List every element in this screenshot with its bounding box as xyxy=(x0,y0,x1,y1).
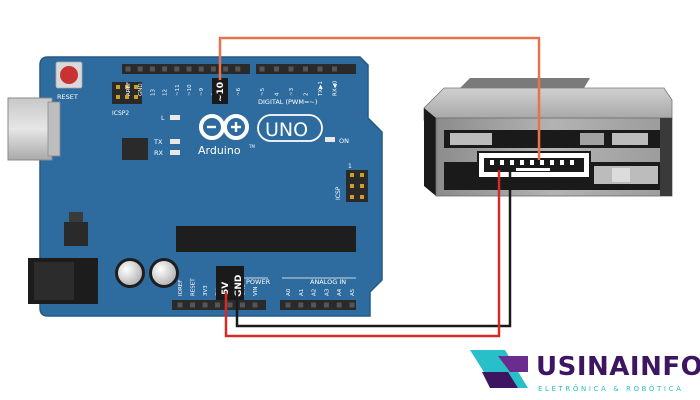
on-label: ON xyxy=(339,137,349,145)
pin-label: A3 xyxy=(324,288,330,296)
pin-socket xyxy=(259,66,265,72)
pin-label: 2 xyxy=(304,93,310,97)
pin-label: A1 xyxy=(299,289,305,296)
pin-label: 13 xyxy=(150,89,156,96)
uno-badge xyxy=(257,114,323,142)
analog-label: ANALOG IN xyxy=(310,278,346,286)
pin-label: 4 xyxy=(275,92,281,96)
wire-ground-black xyxy=(235,170,512,328)
pin-socket xyxy=(177,302,183,308)
pin-label: ~9 xyxy=(199,87,205,96)
pin-socket xyxy=(186,66,192,72)
pin-socket xyxy=(198,66,204,72)
pin-socket xyxy=(332,66,337,72)
pin-label: RESET xyxy=(191,278,197,296)
icsp-label: ICSP xyxy=(335,186,342,200)
pin-socket xyxy=(227,302,233,308)
pin-label: TX▶1 xyxy=(318,81,324,97)
pin-socket xyxy=(298,302,304,308)
pin-socket xyxy=(223,66,229,72)
pin-gnd-label: GND xyxy=(234,275,244,297)
pin-label: 12 xyxy=(163,89,169,96)
pin-socket xyxy=(285,302,291,308)
pin-socket xyxy=(240,302,245,308)
usb-interface-chip xyxy=(122,138,148,160)
pin-10-highlight xyxy=(212,78,228,104)
wire-power-red xyxy=(224,170,501,338)
status-leds xyxy=(170,115,180,155)
arduino-brand-label: Arduino xyxy=(198,144,241,157)
pin-socket xyxy=(125,66,131,72)
capacitor-1 xyxy=(115,258,145,288)
pin-socket xyxy=(215,302,220,308)
pin-socket xyxy=(317,66,323,72)
pin-socket xyxy=(274,66,279,72)
dc-power-jack xyxy=(28,258,98,304)
pin-socket xyxy=(288,66,294,72)
pin-5v-label: 5V xyxy=(221,282,231,295)
icsp-pin1-label: 1 xyxy=(348,163,352,170)
digital-label: DIGITAL (PWM=~) xyxy=(258,98,317,106)
logo-tagline: ELETRÔNICA & ROBÓTICA xyxy=(538,384,683,393)
pin-socket xyxy=(137,66,143,72)
atmega-microcontroller xyxy=(176,226,356,252)
pin-10-label: ~10 xyxy=(216,82,226,102)
pin-label: RX◀0 xyxy=(333,80,339,96)
usinainfo-logo: USINAINFO ELETRÔNICA & ROBÓTICA xyxy=(470,350,700,393)
led-l-label: L xyxy=(161,114,165,122)
pin-label: GND xyxy=(138,83,144,96)
pin-label: AREF xyxy=(126,82,132,96)
usinainfo-logo-mark-icon xyxy=(470,350,528,388)
pin-socket xyxy=(202,302,208,308)
sensor-connector xyxy=(477,151,591,179)
reset-button[interactable] xyxy=(55,61,83,89)
capacitor-2 xyxy=(149,258,179,288)
led-tx-label: TX xyxy=(153,138,163,146)
pin-label: VIN xyxy=(253,287,259,297)
pin-label: 3V3 xyxy=(203,285,209,296)
pin-label: A5 xyxy=(350,288,356,296)
pin-label: A4 xyxy=(337,288,343,296)
pin-socket xyxy=(235,66,241,72)
pin-label: ~10 xyxy=(187,84,193,96)
pin-label: IOREF xyxy=(178,280,184,296)
pin-socket xyxy=(149,66,155,72)
pin-socket xyxy=(210,66,216,72)
pin-socket xyxy=(190,302,195,308)
arduino-uno-board: RESET ICSP2 L TX RX xyxy=(7,56,383,317)
trademark-label: TM xyxy=(248,144,255,149)
pin-label: ~5 xyxy=(260,87,266,96)
voltage-regulator xyxy=(64,212,88,246)
logo-name: USINAINFO xyxy=(536,352,700,382)
power-label: POWER xyxy=(246,278,271,286)
pin-label: ~11 xyxy=(175,84,181,96)
pin-socket xyxy=(303,66,308,72)
pin-socket xyxy=(162,66,168,72)
pin-label: ~6 xyxy=(236,87,242,96)
arduino-logo-icon xyxy=(199,114,249,140)
reset-label: RESET xyxy=(57,93,78,101)
pin-label: A0 xyxy=(286,288,292,296)
on-led xyxy=(325,137,335,142)
icsp2-label: ICSP2 xyxy=(112,110,129,117)
led-rx-label: RX xyxy=(154,149,164,157)
pin-socket xyxy=(336,302,342,308)
pin-socket xyxy=(323,302,329,308)
icsp2-header xyxy=(112,82,142,104)
usb-connector xyxy=(7,97,61,161)
icsp-header xyxy=(346,170,368,202)
pin-socket xyxy=(252,302,258,308)
power-pins-highlight xyxy=(216,266,244,300)
pin-label: ~3 xyxy=(289,87,295,96)
wire-signal-orange xyxy=(218,36,541,160)
pin-socket xyxy=(349,302,355,308)
pin-socket xyxy=(174,66,180,72)
dust-sensor-module xyxy=(423,78,673,197)
pin-label: A2 xyxy=(312,289,318,296)
uno-label: UNO xyxy=(265,119,308,141)
pin-socket xyxy=(311,302,317,308)
